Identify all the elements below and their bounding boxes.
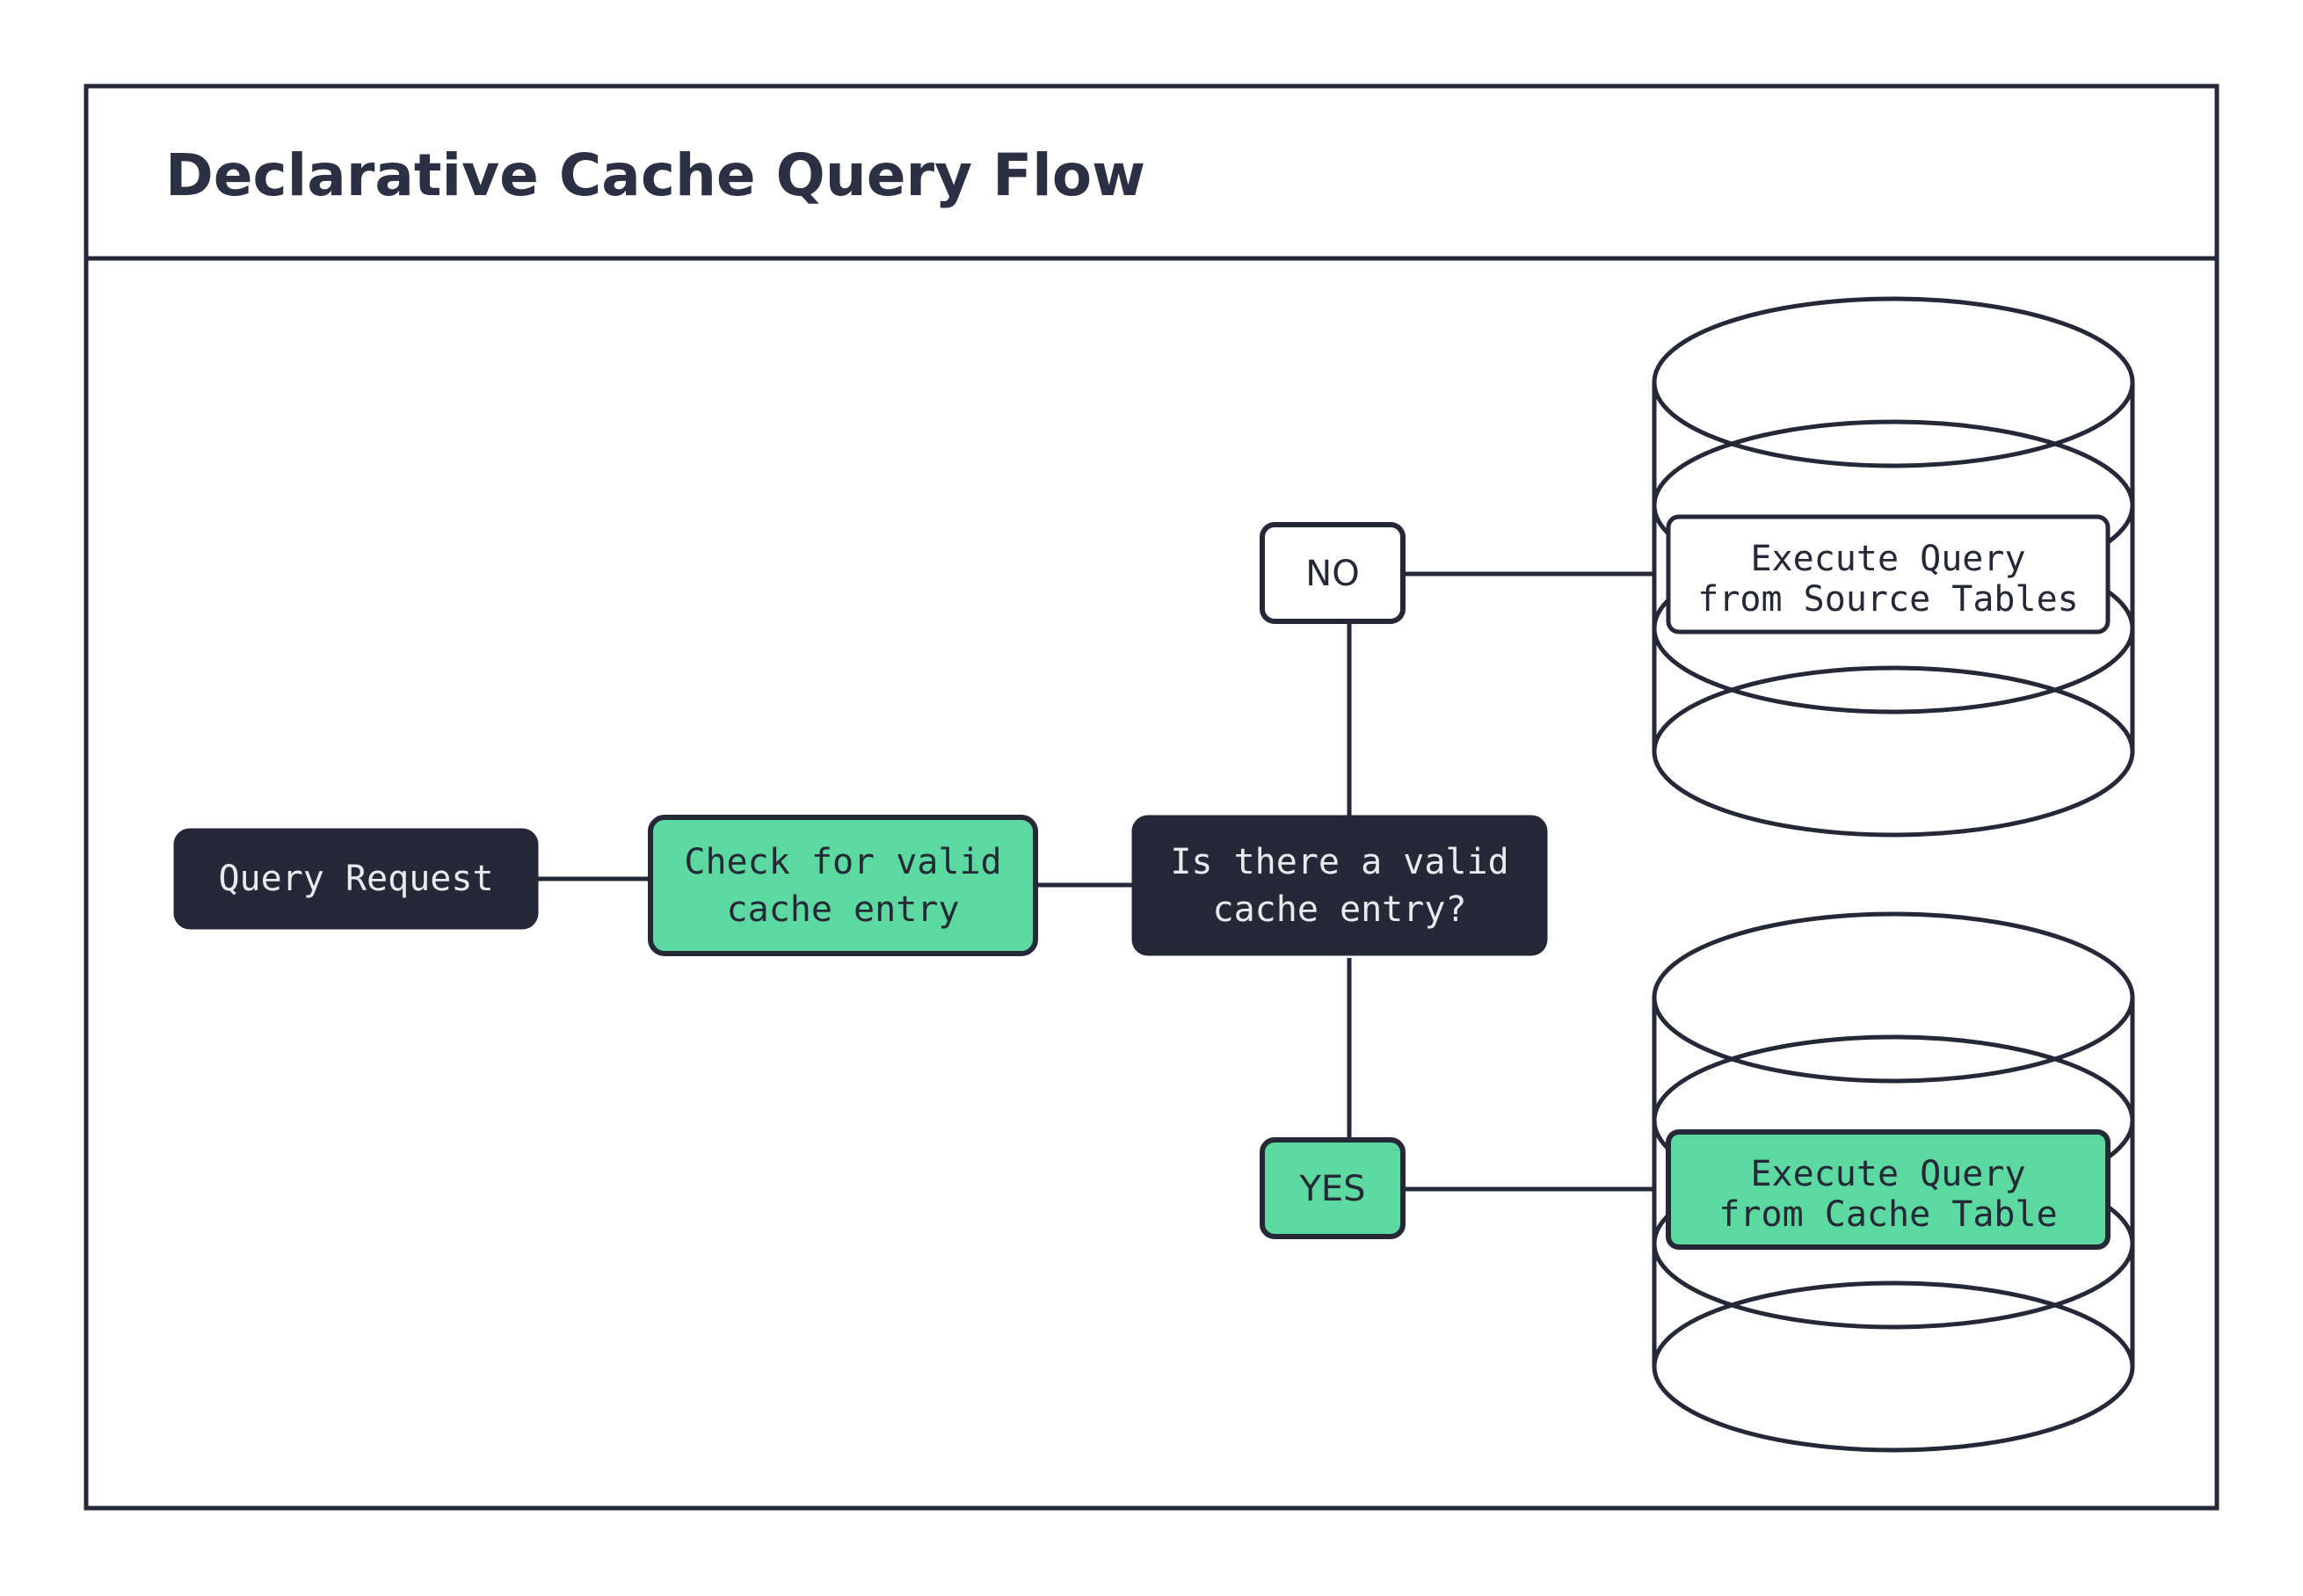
edge-label-no[interactable]: NO (1260, 522, 1406, 624)
source-db-label-line2: from Source Tables (1697, 579, 2078, 620)
source-db-disc-top (1652, 296, 2135, 468)
source-db-label-line1: Execute Query (1750, 539, 2025, 579)
node-decision-valid-cache[interactable]: Is there a valid cache entry? (1131, 815, 1548, 956)
check-cache-label-line2: cache entry (727, 889, 960, 930)
cache-db-label-line1: Execute Query (1750, 1154, 2025, 1194)
cache-db-disc-bottom (1652, 1280, 2135, 1453)
yes-label-text: YES (1298, 1169, 1365, 1209)
check-cache-box (648, 815, 1038, 956)
check-cache-label-line1: Check for valid (684, 842, 1001, 882)
node-query-request[interactable]: Query Request (173, 828, 539, 930)
query-request-box (173, 828, 539, 930)
no-label-box (1260, 522, 1406, 624)
source-db-disc-bottom (1652, 665, 2135, 838)
node-cache-db[interactable]: Execute Query from Cache Table (1652, 911, 2135, 1453)
no-label-text: NO (1305, 554, 1359, 594)
yes-label-box (1260, 1137, 1406, 1239)
decision-label-line2: cache entry? (1213, 889, 1467, 930)
source-db-label-plate (1666, 514, 2110, 635)
diagram-frame (84, 83, 2219, 1511)
decision-label-line1: Is there a valid (1170, 842, 1508, 882)
cache-db-disc-top (1652, 911, 2135, 1084)
decision-box (1131, 815, 1548, 956)
edge-label-yes[interactable]: YES (1260, 1137, 1406, 1239)
page-title: Declarative Cache Query Flow (165, 141, 1145, 209)
node-source-db[interactable]: Execute Query from Source Tables (1652, 296, 2135, 838)
cache-db-label-line2: from Cache Table (1718, 1194, 2057, 1235)
node-check-cache[interactable]: Check for valid cache entry (648, 815, 1038, 956)
query-request-label: Query Request (218, 859, 493, 899)
cache-db-label-plate (1666, 1129, 2110, 1250)
